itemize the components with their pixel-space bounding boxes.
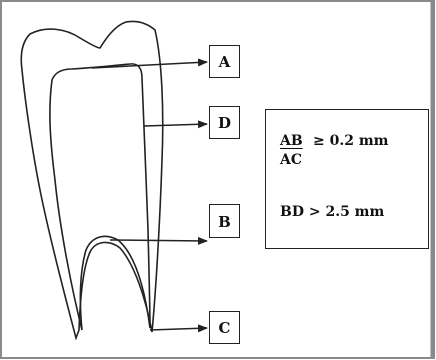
ratio-fraction: AB AC <box>280 132 303 170</box>
label-b: B <box>209 204 240 238</box>
arrow-a <box>92 62 207 68</box>
label-d: D <box>209 106 240 139</box>
bd-condition: BD > 2.5 mm <box>280 203 384 221</box>
arrow-c <box>150 328 207 330</box>
pulp-outline <box>50 64 150 330</box>
ratio-numerator: AB <box>280 132 303 150</box>
label-c: C <box>209 311 240 344</box>
arrow-b <box>110 240 207 241</box>
ratio-comparison: ≥ 0.2 mm <box>313 132 388 150</box>
label-a: A <box>209 45 240 78</box>
arrow-d <box>144 124 207 126</box>
formula-box: AB AC ≥ 0.2 mm BD > 2.5 mm <box>265 109 429 249</box>
tooth-outline <box>21 21 162 338</box>
ratio-denominator: AC <box>280 150 303 170</box>
